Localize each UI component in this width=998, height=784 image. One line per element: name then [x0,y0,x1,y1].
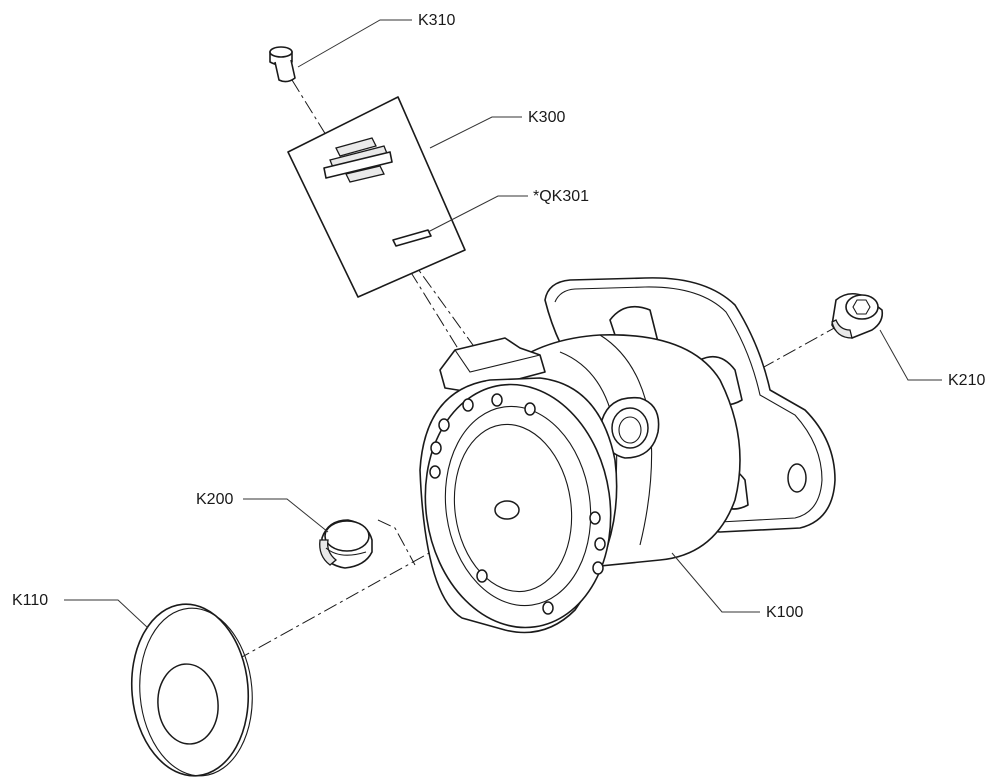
leader-k210 [879,329,942,381]
screw-k310 [269,46,296,83]
label-k200: K200 [196,491,233,508]
leader-k100 [671,552,760,613]
plug-k210 [831,292,884,339]
label-k310: K310 [418,12,455,29]
pin [392,229,432,247]
label-k110: K110 [12,592,48,609]
label-k210: K210 [948,372,985,389]
leader-k310 [297,19,412,68]
leader-qk301 [427,195,528,233]
washer-bore [157,663,219,745]
housing-k100 [419,277,836,634]
label-k100: K100 [766,604,803,621]
washer-k110 [130,603,253,777]
leader-k300 [429,116,522,149]
plate-hole [787,463,807,493]
bolt-holes [429,393,606,615]
front-flange [419,377,618,634]
center-bore [494,500,520,520]
label-qk301: *QK301 [533,188,589,205]
plug-k200 [319,519,373,569]
callout-labels: K310 K300 *QK301 K210 K200 K110 K100 [12,12,985,621]
leader-k110 [64,599,149,629]
seal-stack [323,137,393,183]
label-k300: K300 [528,109,565,126]
kit-plate-k300 [287,96,466,298]
side-port [601,396,660,459]
plug-k200-axis [377,519,416,566]
leader-lines [64,19,942,629]
leader-k200 [243,498,329,533]
